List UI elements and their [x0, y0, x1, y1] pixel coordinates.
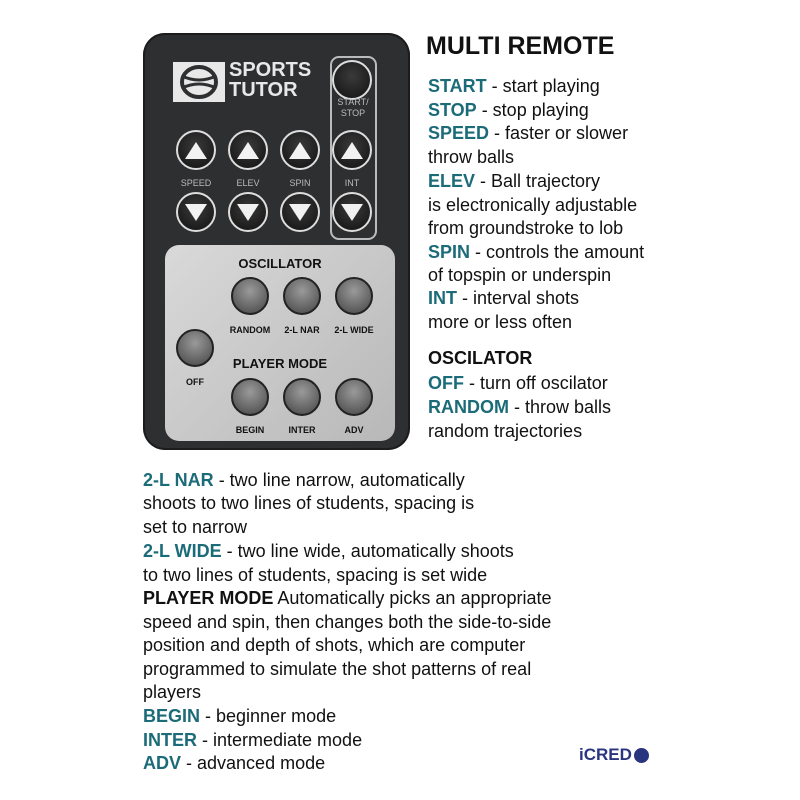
arrow-down-icon [185, 203, 207, 221]
arrow-up-icon [289, 141, 311, 159]
desc-2l-nar-2: shoots to two lines of students, spacing… [143, 493, 475, 513]
speed-down-button[interactable] [176, 192, 216, 232]
int-up-button[interactable] [332, 130, 372, 170]
logo-text: iCRED [579, 745, 632, 764]
desc-inter: INTER - intermediate mode [143, 730, 363, 750]
int-label: INT [344, 178, 360, 188]
int-down-button[interactable] [332, 192, 372, 232]
begin-button[interactable] [231, 378, 269, 416]
sports-tutor-logo-icon [173, 62, 225, 102]
desc-2l-nar: 2-L NAR - two line narrow, automatically [143, 470, 465, 490]
speed-label: SPEED [180, 178, 212, 188]
icredo-logo: iCRED [579, 745, 649, 765]
desc-player-mode: PLAYER MODE Automatically picks an appro… [143, 588, 552, 608]
desc-stop: STOP - stop playing [428, 100, 589, 120]
spin-down-button[interactable] [280, 192, 320, 232]
adv-label: ADV [344, 425, 364, 435]
desc-2l-wide: 2-L WIDE - two line wide, automatically … [143, 541, 514, 561]
arrow-up-icon [341, 141, 363, 159]
desc-start: START - start playing [428, 76, 600, 96]
desc-player-mode-3: position and depth of shots, which are c… [143, 635, 526, 655]
desc-random-2: random trajectories [428, 421, 583, 441]
oscilator-heading: OSCILATOR [428, 348, 533, 368]
desc-elev-2: is electronically adjustable [428, 195, 638, 215]
2l-nar-button[interactable] [283, 277, 321, 315]
off-label: OFF [186, 377, 204, 387]
desc-elev: ELEV - Ball trajectory [428, 171, 601, 191]
ball-icon [633, 747, 649, 763]
adv-button[interactable] [335, 378, 373, 416]
arrow-down-icon [237, 203, 259, 221]
desc-adv: ADV - advanced mode [143, 753, 326, 773]
brand-line-1: SPORTS [229, 59, 312, 81]
desc-speed: SPEED - faster or slower [428, 123, 629, 143]
inter-button[interactable] [283, 378, 321, 416]
inter-label: INTER [288, 425, 316, 435]
2l-nar-label: 2-L NAR [284, 325, 320, 335]
arrow-down-icon [289, 203, 311, 221]
desc-2l-wide-2: to two lines of students, spacing is set… [143, 565, 488, 585]
elev-label: ELEV [236, 178, 260, 188]
desc-random: RANDOM - throw balls [428, 397, 612, 417]
oscillator-panel: OSCILLATOR RANDOM 2-L NAR 2-L WIDE OFF P… [165, 245, 395, 441]
spin-label: SPIN [289, 178, 311, 188]
page-title: MULTI REMOTE [426, 32, 615, 60]
off-button[interactable] [176, 329, 214, 367]
2l-wide-label: 2-L WIDE [334, 325, 374, 335]
player-mode-heading: PLAYER MODE [232, 356, 328, 371]
start-stop-label: START/STOP [337, 97, 369, 118]
desc-player-mode-5: players [143, 682, 202, 702]
desc-begin: BEGIN - beginner mode [143, 706, 337, 726]
desc-spin: SPIN - controls the amount [428, 242, 645, 262]
random-button[interactable] [231, 277, 269, 315]
desc-int: INT - interval shots [428, 288, 580, 308]
arrow-down-icon [341, 203, 363, 221]
2l-wide-button[interactable] [335, 277, 373, 315]
spin-up-button[interactable] [280, 130, 320, 170]
brand-line-2: TUTOR [229, 79, 298, 101]
arrow-up-icon [237, 141, 259, 159]
desc-int-2: more or less often [428, 312, 573, 332]
oscillator-heading: OSCILLATOR [238, 256, 322, 271]
random-label: RANDOM [229, 325, 271, 335]
elev-down-button[interactable] [228, 192, 268, 232]
desc-2l-nar-3: set to narrow [143, 517, 248, 537]
desc-player-mode-2: speed and spin, then changes both the si… [143, 612, 552, 632]
begin-label: BEGIN [235, 425, 265, 435]
elev-up-button[interactable] [228, 130, 268, 170]
desc-off: OFF - turn off oscilator [428, 373, 608, 393]
start-stop-button[interactable] [332, 60, 372, 100]
arrow-up-icon [185, 141, 207, 159]
speed-up-button[interactable] [176, 130, 216, 170]
start-int-group-outline [330, 56, 377, 240]
desc-spin-2: of topspin or underspin [428, 265, 612, 285]
desc-player-mode-4: programmed to simulate the shot patterns… [143, 659, 532, 679]
desc-elev-3: from groundstroke to lob [428, 218, 624, 238]
desc-speed-2: throw balls [428, 147, 515, 167]
